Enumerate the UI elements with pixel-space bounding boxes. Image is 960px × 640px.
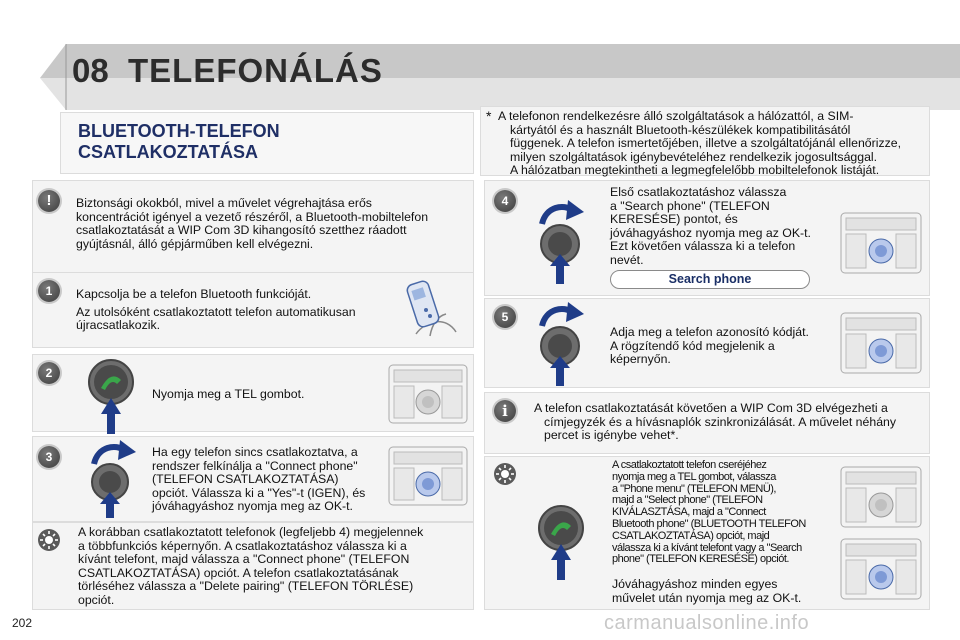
page-number: 202 xyxy=(12,616,33,630)
head-unit-illustration xyxy=(840,212,922,274)
mobile-phone-icon xyxy=(406,280,457,337)
section-title: BLUETOOTH-TELEFON CSATLAKOZTATÁSA xyxy=(78,121,280,162)
note-star: * xyxy=(486,108,492,124)
info-icon: i xyxy=(494,400,516,422)
note-box xyxy=(480,106,930,176)
step1-number: 1 xyxy=(38,280,60,302)
section-title-box xyxy=(60,112,474,174)
chapter-number: 08 xyxy=(72,52,109,89)
tip-right-text: A csatlakoztatott telefon cseréjéhez nyo… xyxy=(612,459,806,566)
tip-left-text: A korábban csatlakoztatott telefonok (le… xyxy=(78,525,424,607)
step2-text: Nyomja meg a TEL gombot. xyxy=(152,387,305,401)
step1-text: Kapcsolja be a telefon Bluetooth funkció… xyxy=(76,287,356,332)
head-unit-illustration xyxy=(840,466,922,528)
note-text: A telefonon rendelkezésre álló szolgálta… xyxy=(498,109,902,177)
head-unit-illustration xyxy=(388,364,468,424)
search-phone-button[interactable]: Search phone xyxy=(610,270,810,289)
head-unit-illustration xyxy=(840,538,922,600)
ok-knob-illustration xyxy=(539,302,584,386)
sun-tip-icon xyxy=(38,529,60,551)
step1-box xyxy=(32,272,474,348)
step3-number: 3 xyxy=(38,446,60,468)
tip-right-footer: Jóváhagyáshoz minden egyes művelet után … xyxy=(612,577,802,605)
step3-text: Ha egy telefon sincs csatlakoztatva, a r… xyxy=(152,445,366,513)
header-band xyxy=(40,44,960,110)
warning-box xyxy=(32,180,474,276)
warning-text: Biztonsági okokból, mivel a művelet végr… xyxy=(76,196,429,251)
info-text: A telefon csatlakoztatását követően a WI… xyxy=(534,401,897,442)
step4-number: 4 xyxy=(494,190,516,212)
info-box xyxy=(484,392,930,454)
tel-button-illustration xyxy=(538,505,584,580)
ok-knob-illustration xyxy=(539,200,584,284)
watermark: carmanualsonline.info xyxy=(604,612,810,634)
step2-number: 2 xyxy=(38,362,60,384)
head-unit-illustration xyxy=(840,312,922,374)
warning-icon: ! xyxy=(38,190,60,212)
step4-text: Első csatlakoztatáshoz válassza a "Searc… xyxy=(610,185,811,267)
tip-left-box xyxy=(32,522,474,610)
tel-button-illustration xyxy=(88,359,134,434)
sun-tip-icon xyxy=(494,463,516,485)
ok-knob-illustration xyxy=(91,440,136,518)
page-title: TELEFONÁLÁS xyxy=(128,52,383,89)
step5-text: Adja meg a telefon azonosító kódját. A r… xyxy=(610,325,809,366)
head-unit-illustration xyxy=(388,446,468,506)
step5-number: 5 xyxy=(494,306,516,328)
